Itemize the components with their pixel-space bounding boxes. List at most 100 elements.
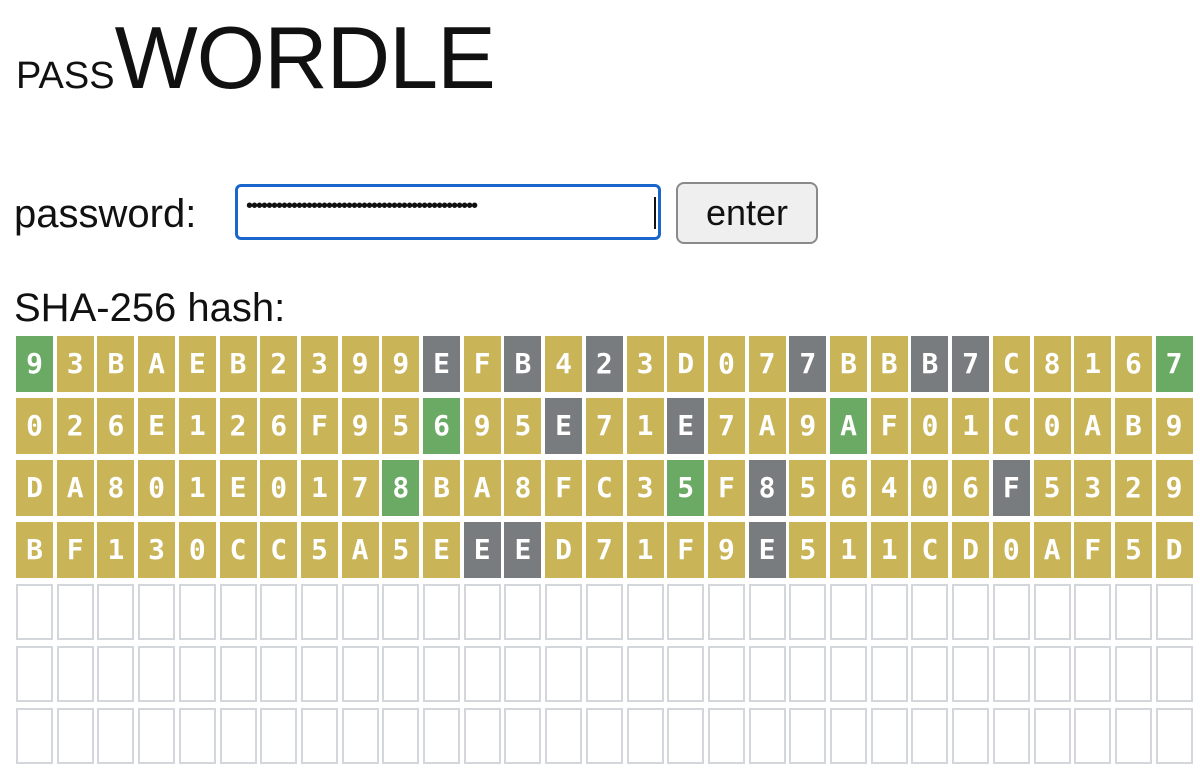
letter-tile: B [219,336,257,392]
empty-tile [789,584,827,640]
empty-tile [870,708,908,764]
letter-tile: B [504,336,542,392]
empty-tile [260,708,298,764]
letter-tile: 6 [1114,336,1152,392]
letter-tile: E [138,398,176,454]
letter-tile: E [667,398,705,454]
letter-tile: A [463,460,501,516]
letter-tile: 3 [138,522,176,578]
letter-tile: 5 [789,522,827,578]
letter-tile: F [707,460,745,516]
app-title: passWORDLE [16,14,496,114]
letter-tile: 1 [178,398,216,454]
empty-tile [97,708,135,764]
empty-tile [341,646,379,702]
empty-tile [423,584,460,640]
letter-tile: 3 [56,336,94,392]
letter-tile: 1 [1074,336,1112,392]
empty-tile [1033,584,1071,640]
letter-tile: F [992,460,1030,516]
letter-tile: 8 [504,460,542,516]
letter-tile: 0 [178,522,216,578]
letter-tile: F [463,336,501,392]
letter-tile: F [56,522,94,578]
letter-tile: F [545,460,583,516]
enter-button[interactable]: enter [676,182,818,244]
letter-tile: D [952,522,990,578]
letter-tile: 2 [219,398,257,454]
password-input[interactable]: ••••••••••••••••••••••••••••••••••••••••… [235,184,661,240]
empty-tile [1033,646,1071,702]
empty-tile [911,646,949,702]
empty-tile [830,646,867,702]
empty-tile [56,584,94,640]
letter-tile: E [545,398,583,454]
empty-tile [707,708,745,764]
letter-tile: A [830,398,867,454]
letter-tile: 6 [830,460,867,516]
letter-tile: 7 [585,522,623,578]
letter-tile: B [830,336,867,392]
empty-tile [300,584,338,640]
empty-tile [748,708,786,764]
empty-tile [952,708,990,764]
letter-tile: 9 [341,336,379,392]
letter-tile: 0 [911,398,949,454]
letter-tile: 9 [1155,460,1193,516]
letter-tile: A [1074,398,1112,454]
empty-tile [707,646,745,702]
empty-tile [1074,646,1112,702]
empty-tile [300,646,338,702]
empty-tile [382,708,420,764]
hash-label: SHA-256 hash: [14,286,286,330]
empty-tile [138,584,176,640]
letter-tile: 5 [667,460,705,516]
letter-tile: F [1074,522,1112,578]
letter-tile: 7 [748,336,786,392]
letter-tile: 6 [260,398,298,454]
letter-tile: 1 [300,460,338,516]
empty-tile [830,708,867,764]
empty-tile [626,646,664,702]
letter-tile: 5 [1033,460,1071,516]
empty-tile [1114,584,1152,640]
empty-tile [952,646,990,702]
empty-tile [138,708,176,764]
empty-tile [382,584,420,640]
text-caret [654,197,656,229]
empty-tile [911,708,949,764]
letter-tile: F [667,522,705,578]
empty-tile [585,584,623,640]
empty-tile [504,708,542,764]
letter-tile: 0 [1033,398,1071,454]
empty-tile [870,584,908,640]
letter-tile: D [1155,522,1193,578]
empty-tile [789,646,827,702]
letter-tile: F [300,398,338,454]
letter-tile: E [423,522,460,578]
letter-tile: B [423,460,460,516]
letter-tile: 6 [952,460,990,516]
empty-tile [423,708,460,764]
empty-tile [178,646,216,702]
empty-tile [992,646,1030,702]
letter-tile: 9 [382,336,420,392]
empty-tile [16,646,53,702]
letter-tile: C [992,336,1030,392]
letter-tile: A [56,460,94,516]
letter-tile: 7 [789,336,827,392]
letter-tile: B [97,336,135,392]
letter-tile: 0 [138,460,176,516]
empty-tile [56,646,94,702]
letter-tile: 5 [382,398,420,454]
letter-tile: 8 [1033,336,1071,392]
empty-tile [626,708,664,764]
letter-tile: 6 [97,398,135,454]
letter-tile: A [1033,522,1071,578]
empty-tile [219,584,257,640]
letter-tile: 5 [300,522,338,578]
letter-tile: 2 [56,398,94,454]
letter-tile: 4 [870,460,908,516]
letter-tile: D [545,522,583,578]
